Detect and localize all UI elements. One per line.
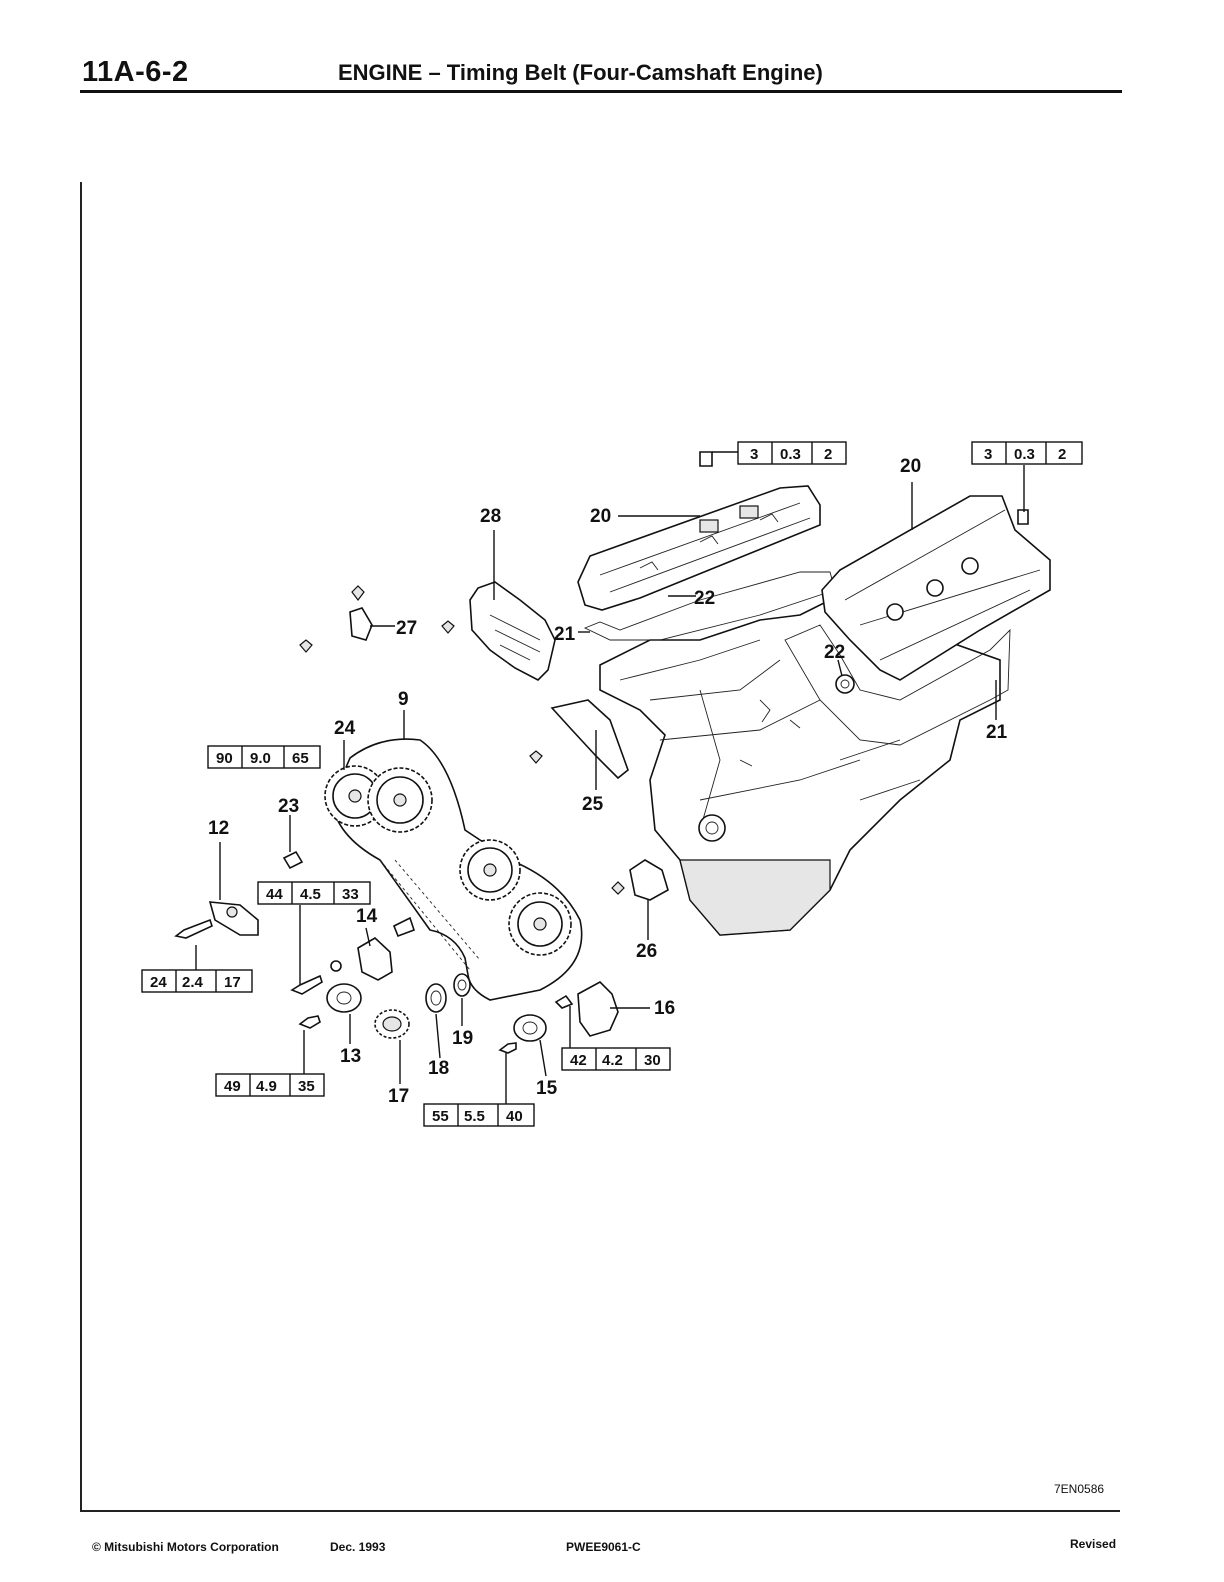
callout-14: 14 — [356, 906, 378, 927]
footer-doc-number: PWEE9061-C — [566, 1540, 641, 1554]
bracket-27 — [350, 608, 372, 640]
svg-text:4.9: 4.9 — [256, 1078, 277, 1095]
svg-text:90: 90 — [216, 750, 233, 767]
svg-text:40: 40 — [506, 1108, 523, 1125]
torque-spec-idler-pulley-bolt: 55 5.5 40 — [424, 1104, 534, 1126]
footer-copyright: © Mitsubishi Motors Corporation — [92, 1540, 279, 1554]
svg-text:24: 24 — [150, 974, 167, 991]
svg-text:35: 35 — [298, 1078, 315, 1095]
callout-15: 15 — [536, 1078, 558, 1099]
svg-text:65: 65 — [292, 750, 309, 767]
sprocket-bolt — [284, 852, 302, 868]
spark-plug-seal-right — [836, 675, 854, 693]
callout-17: 17 — [388, 1086, 409, 1107]
svg-text:44: 44 — [266, 886, 283, 903]
callout-12: 12 — [208, 818, 229, 839]
svg-text:9.0: 9.0 — [250, 750, 271, 767]
svg-text:2: 2 — [824, 446, 832, 463]
torque-spec-sprocket-bolt: 90 9.0 65 — [208, 746, 320, 768]
tensioner-pulley — [327, 984, 361, 1012]
svg-text:2: 2 — [1058, 446, 1066, 463]
svg-text:0.3: 0.3 — [780, 446, 801, 463]
footer-status: Revised — [1070, 1537, 1116, 1551]
callout-20-left: 20 — [590, 506, 611, 527]
tensioner-arm — [358, 938, 392, 980]
torque-spec-rocker-cover-right: 3 0.3 2 — [972, 442, 1082, 464]
timing-belt-cover-lower — [552, 700, 628, 778]
torque-spec-auto-tensioner-bolt: 24 2.4 17 — [142, 970, 252, 992]
svg-text:2.4: 2.4 — [182, 974, 204, 991]
svg-text:0.3: 0.3 — [1014, 446, 1035, 463]
idler-pulley — [514, 1015, 546, 1041]
camshaft-sprocket-3 — [460, 840, 520, 900]
svg-text:30: 30 — [644, 1052, 661, 1069]
callout-27: 27 — [396, 618, 417, 639]
callout-21-right: 21 — [986, 722, 1008, 743]
svg-text:4.5: 4.5 — [300, 886, 321, 903]
callout-13: 13 — [340, 1046, 361, 1067]
svg-text:49: 49 — [224, 1078, 241, 1095]
auto-tensioner — [210, 902, 258, 935]
callout-20-right: 20 — [900, 456, 921, 477]
callout-22-left: 22 — [694, 588, 715, 609]
callout-28: 28 — [480, 506, 501, 527]
callout-26: 26 — [636, 941, 657, 962]
svg-text:17: 17 — [224, 974, 241, 991]
callout-23: 23 — [278, 796, 299, 817]
flange-19 — [454, 974, 470, 996]
callout-16: 16 — [654, 998, 675, 1019]
timing-belt-cover-upper — [470, 582, 555, 680]
rocker-bolt-left — [700, 452, 712, 466]
svg-text:33: 33 — [342, 886, 359, 903]
crankshaft-sprocket — [375, 1010, 409, 1038]
torque-spec-tensioner-arm-bolt: 44 4.5 33 — [258, 882, 370, 904]
callout-19: 19 — [452, 1028, 473, 1049]
bracket-26 — [630, 860, 668, 900]
torque-spec-rocker-cover-left: 3 0.3 2 — [738, 442, 846, 464]
callout-25: 25 — [582, 794, 604, 815]
camshaft-sprocket-2 — [368, 768, 432, 832]
figure-code: 7EN0586 — [1054, 1482, 1104, 1496]
svg-text:55: 55 — [432, 1108, 449, 1125]
footer-date: Dec. 1993 — [330, 1540, 385, 1554]
svg-text:42: 42 — [570, 1052, 587, 1069]
flange-18 — [426, 984, 446, 1012]
camshaft-sprocket-4 — [509, 893, 571, 955]
callout-9: 9 — [398, 689, 409, 710]
callout-22-right: 22 — [824, 642, 845, 663]
callout-18: 18 — [428, 1058, 449, 1079]
svg-text:3: 3 — [750, 446, 758, 463]
callout-21-left: 21 — [554, 624, 576, 645]
svg-text:3: 3 — [984, 446, 992, 463]
tensioner-bolt — [176, 920, 212, 938]
svg-text:4.2: 4.2 — [602, 1052, 623, 1069]
callout-24: 24 — [334, 718, 356, 739]
tensioner-bracket — [578, 982, 618, 1036]
torque-spec-tensioner-bracket-bolt: 42 4.2 30 — [562, 1048, 670, 1070]
svg-text:5.5: 5.5 — [464, 1108, 485, 1125]
torque-spec-tensioner-pulley-bolt: 49 4.9 35 — [216, 1074, 324, 1096]
